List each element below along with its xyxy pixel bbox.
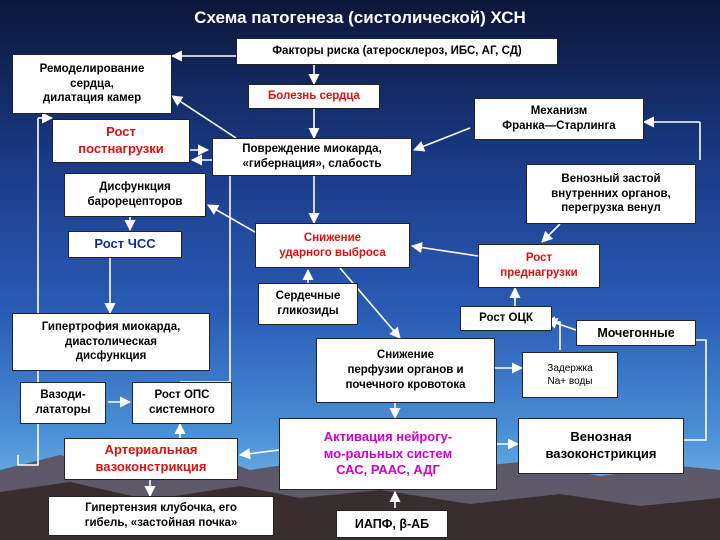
venous-congestion-label: Венозный застой внутренних органов, пере… (551, 172, 671, 215)
sodium-retention-box: Задержка Na+ воды (522, 352, 618, 398)
glomerular-hypertension-box: Гипертензия клубочка, его гибель, «засто… (48, 496, 274, 536)
heart-disease-box: Болезнь сердца (248, 84, 380, 109)
afterload-box: Рост постнагрузки (52, 119, 190, 163)
stroke-volume-box: Снижение ударного выброса (255, 223, 410, 268)
bcv-increase-label: Рост ОЦК (479, 312, 533, 325)
perfusion-label: Снижение перфузии органов и почечного кр… (345, 349, 466, 391)
tpr-increase-box: Рост ОПС системного (132, 382, 232, 424)
diagram-title: Схема патогенеза (систолической) ХСН (194, 8, 526, 27)
preload-box: Рост преднагрузки (478, 244, 600, 288)
risk-factors-box: Факторы риска (атеросклероз, ИБС, АГ, СД… (236, 38, 558, 65)
frank-starling-label: Механизм Франка—Старлинга (502, 105, 616, 132)
hypertrophy-label: Гипертрофия миокарда, диастолическая дис… (41, 320, 181, 363)
neurohumoral-label: Активация нейрогу- мо-ральных систем САС… (323, 428, 453, 478)
venous-vasoconstriction-box: Венозная вазоконстрикция (518, 418, 684, 474)
remodeling-box: Ремоделирование сердца, дилатация камер (12, 54, 172, 114)
hypertrophy-box: Гипертрофия миокарда, диастолическая дис… (12, 313, 210, 371)
stroke-volume-label: Снижение ударного выброса (279, 231, 386, 259)
acei-label: ИАПФ, β-АБ (354, 516, 430, 531)
perfusion-box: Снижение перфузии органов и почечного кр… (316, 338, 495, 403)
preload-label: Рост преднагрузки (500, 252, 578, 279)
vasodilators-box: Вазоди- лататоры (20, 382, 106, 424)
acei-box: ИАПФ, β-АБ (336, 510, 448, 538)
baroreceptor-box: Дисфункция барорецепторов (64, 173, 206, 217)
glomerular-hypertension-label: Гипертензия клубочка, его гибель, «засто… (84, 502, 238, 529)
myocardial-damage-label: Повреждение миокарда, «гибернация», слаб… (242, 143, 382, 170)
afterload-label: Рост постнагрузки (78, 124, 164, 156)
bcv-increase-box: Рост ОЦК (460, 306, 552, 331)
remodeling-label: Ремоделирование сердца, дилатация камер (39, 62, 145, 105)
heart-disease-label: Болезнь сердца (268, 90, 360, 103)
myocardial-damage-box: Повреждение миокарда, «гибернация», слаб… (212, 138, 412, 176)
hr-increase-label: Рост ЧСС (94, 236, 156, 252)
sodium-retention-label: Задержка Na+ воды (547, 363, 593, 387)
risk-factors-label: Факторы риска (атеросклероз, ИБС, АГ, СД… (272, 45, 522, 58)
frank-starling-box: Механизм Франка—Старлинга (474, 98, 644, 140)
arterial-vasoconstriction-label: Артериальная вазоконстрикция (95, 442, 207, 474)
tpr-increase-label: Рост ОПС системного (149, 389, 215, 416)
glycosides-box: Сердечные гликозиды (258, 283, 358, 325)
venous-vasoconstriction-label: Венозная вазоконстрикция (545, 429, 657, 461)
baroreceptor-label: Дисфункция барорецепторов (87, 181, 183, 208)
arterial-vasoconstriction-box: Артериальная вазоконстрикция (64, 438, 238, 480)
hr-increase-box: Рост ЧСС (68, 231, 182, 258)
venous-congestion-box: Венозный застой внутренних органов, пере… (526, 164, 696, 224)
neurohumoral-box: Активация нейрогу- мо-ральных систем САС… (279, 418, 497, 490)
glycosides-label: Сердечные гликозиды (275, 290, 341, 317)
diuretics-box: Мочегонные (576, 320, 696, 346)
vasodilators-label: Вазоди- лататоры (35, 389, 91, 416)
diuretics-label: Мочегонные (597, 325, 675, 340)
